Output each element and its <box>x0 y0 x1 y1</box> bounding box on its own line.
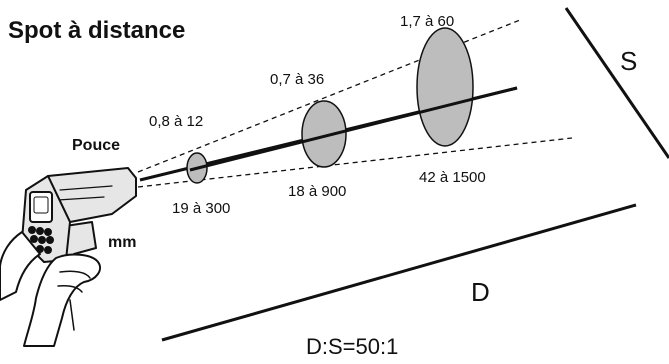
spot-label-inch-1: 0,8 à 12 <box>149 113 203 130</box>
spot-label-inch-2: 0,7 à 36 <box>270 71 324 88</box>
unit-label-inch: Pouce <box>72 137 120 154</box>
spot-label-mm-3: 42 à 1500 <box>419 169 486 186</box>
spot-label-mm-2: 18 à 900 <box>288 183 346 200</box>
distance-symbol: D <box>471 277 490 307</box>
diagram-title: Spot à distance <box>8 17 185 44</box>
beam-center-axis-overlay <box>189 86 518 172</box>
spot-label-inch-3: 1,7 à 60 <box>400 13 454 30</box>
spot-symbol: S <box>620 46 637 76</box>
spot-boundary-line <box>564 7 669 159</box>
beam-lower-edge <box>137 137 573 188</box>
distance-baseline <box>161 203 637 342</box>
hand-icon <box>0 231 102 347</box>
distance-spot-ratio: D:S=50:1 <box>306 334 398 359</box>
spot-far <box>416 27 474 147</box>
spot-label-mm-1: 19 à 300 <box>172 200 230 217</box>
unit-label-mm: mm <box>108 234 136 251</box>
spot-middle <box>301 100 347 168</box>
